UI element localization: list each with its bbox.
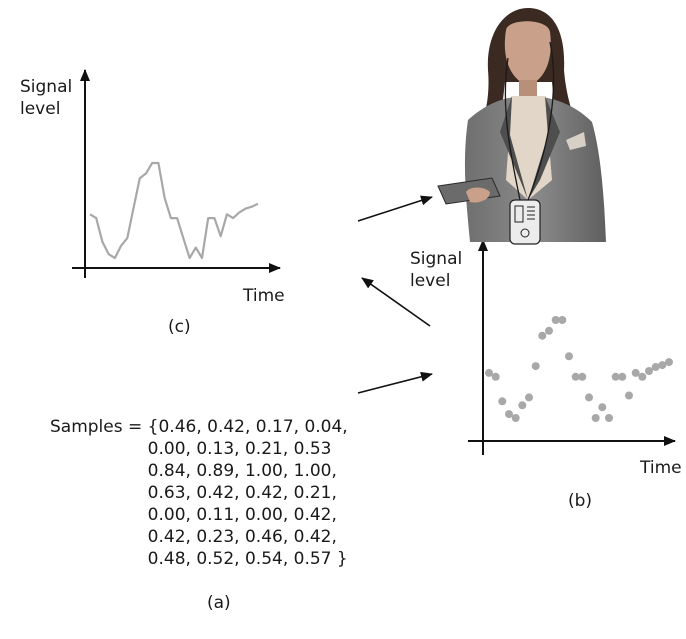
person-neck [519,80,537,98]
panel-a-caption: (a) [207,593,231,613]
samples-line: 0.00, 0.13, 0.21, 0.53 [147,439,332,459]
sample-point [631,368,640,377]
samples-list: Samples = {0.46, 0.42, 0.17, 0.04, 0.00,… [50,416,348,570]
person-face [504,21,551,86]
arrow-b-to-c [361,277,431,327]
earbud-cable [504,41,555,201]
sample-point [625,391,633,400]
sample-point [578,372,587,381]
sample-point [585,393,593,402]
player-buttons [527,206,535,220]
samples-line: 0.63, 0.42, 0.42, 0.21, [147,483,337,503]
sample-point [565,352,573,361]
sample-point [665,358,673,367]
sample-point [651,363,660,371]
sample-point [638,372,647,381]
panel-c-ylabel: Signal level [20,77,73,119]
sample-point [531,362,540,371]
samples-line: 0.00, 0.11, 0.00, 0.42, [147,505,337,525]
sample-point [658,361,667,370]
sample-point [485,368,493,377]
player-screen [514,205,524,223]
panel-b-ylabel: Signal level [410,249,463,291]
person-lapel-right [528,96,560,200]
sample-point [525,393,533,402]
hand [466,187,490,203]
sample-point [491,372,500,381]
samples-line: 0.84, 0.89, 1.00, 1.00, [147,461,337,481]
samples-line: 0.42, 0.23, 0.46, 0.42, [147,527,337,547]
panel-b-xlabel: Time [640,458,682,478]
sample-point [618,372,627,381]
sample-point [498,397,507,406]
signal-line [89,161,259,260]
panel-c-signal [89,161,259,260]
sample-point [605,414,613,422]
samples-line: 0.48, 0.52, 0.54, 0.57 } [147,549,348,569]
sample-point [505,410,513,419]
sample-point [538,331,547,340]
panel-c-xlabel: Time [243,286,285,306]
samples-prefix: Samples = [50,417,148,437]
sample-point [611,372,620,381]
arrow-a-to-b [357,371,433,394]
arrow-c-to-person [357,195,433,222]
sample-point [645,367,653,375]
panel-b-samples [485,316,673,422]
panel-c-axes [72,69,281,278]
sample-point [551,316,560,324]
sample-point [545,326,553,335]
sample-point [518,401,527,410]
sample-point [511,414,520,422]
sample-point [591,414,600,422]
person-illustration [437,8,606,245]
panel-b-caption: (b) [568,491,593,511]
samples-values: {0.46, 0.42, 0.17, 0.04, 0.00, 0.13, 0.2… [148,416,348,570]
samples-line: {0.46, 0.42, 0.17, 0.04, [147,417,348,437]
panel-b-axes [468,239,676,455]
panel-c-caption: (c) [168,317,191,337]
pocket-square [566,132,586,150]
sample-point [571,372,580,381]
sample-point [558,316,567,324]
player-dial [520,228,530,238]
sample-point [598,403,607,412]
